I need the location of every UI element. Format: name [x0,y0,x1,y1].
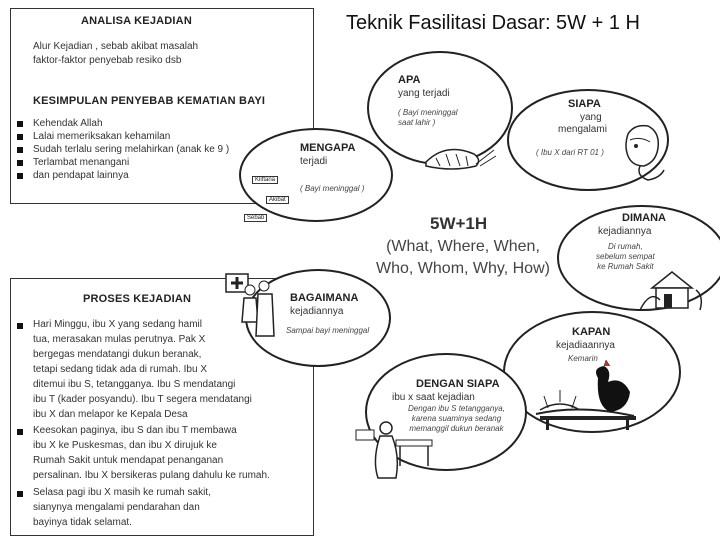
hub-subtitle: (What, Where, When, Who, Whom, Why, How) [376,238,550,277]
mengapa-subtitle: terjadi [300,156,328,167]
proses-paragraph-2: Keesokan paginya, ibu S dan ibu T membaw… [33,425,270,481]
hub-title: 5W+1H [430,214,488,233]
dengan-siapa-subtitle: ibu x saat kejadian [392,392,475,403]
bagaimana-answer: Sampai bayi meninggal [286,326,370,335]
baby-illustration [425,148,497,170]
list-item: Sudah terlalu sering melahirkan (anak ke… [17,143,229,156]
list-item: dan pendapat lainnya [17,169,229,182]
apa-subtitle: yang terjadi [398,88,450,99]
kapan-subtitle: kejadiaannya [556,340,615,351]
proses-paragraph-1: Hari Minggu, ibu X yang sedang hamil tua… [33,319,252,420]
proses-heading: PROSES KEJADIAN [83,293,192,305]
kesimpulan-heading: KESIMPULAN PENYEBAB KEMATIAN BAYI [33,95,266,107]
rooster-sunrise-illustration [535,359,636,430]
dengan-siapa-answer: Dengan ibu S tetangganya, karena suaminy… [408,404,505,433]
apa-answer: ( Bayi meninggal saat lahir ) [398,108,458,127]
list-item: Lalai memeriksakan kehamilan [17,130,229,143]
slide-title: Teknik Fasilitasi Dasar: 5W + 1 H [346,12,640,34]
siapa-subtitle-1: yang [580,112,602,123]
bagaimana-question: BAGAIMANA [290,292,359,304]
dimana-subtitle: kejadiannya [598,226,652,237]
bullet-marker [17,491,23,497]
siapa-answer: ( Ibu X dari RT 01 ) [536,148,604,157]
siapa-subtitle-2: mengalami [558,124,607,135]
list-item: Kehendak Allah [17,117,229,130]
mengapa-question: MENGAPA [300,142,356,154]
dengan-siapa-question: DENGAN SIAPA [416,378,500,390]
siapa-question: SIAPA [568,98,601,110]
apa-question: APA [398,74,421,86]
kapan-question: KAPAN [572,326,611,338]
tag-kliftana: Kliftana [252,176,279,184]
bagaimana-subtitle: kejadiannya [290,306,344,317]
tag-akibat: Akibat [266,196,289,204]
house-illustration [639,271,703,311]
kapan-answer: Kemarin [568,354,598,363]
woman-table-illustration [355,421,433,479]
mengapa-answer: ( Bayi meninggal ) [300,184,365,193]
list-item: Terlambat menangani [17,156,229,169]
hub-ellipse [358,200,570,300]
analisa-text-line1: Alur Kejadian , sebab akibat masalah [33,41,199,52]
bullet-marker [17,323,23,329]
analisa-text-line2: faktor-faktor penyebab resiko dsb [33,55,182,66]
proses-paragraph-3: Selasa pagi ibu X masih ke rumah sakit, … [33,487,211,528]
tag-sebab: Sebab [244,214,268,222]
people-illustration [225,273,275,337]
kesimpulan-list: Kehendak Allah Lalai memeriksakan kehami… [17,117,229,182]
dimana-answer: Di rumah, sebelum sempat ke Rumah Sakit [596,242,655,271]
old-man-illustration [625,124,665,181]
analisa-heading: ANALISA KEJADIAN [81,15,192,27]
bubble-siapa [507,89,669,191]
bullet-marker [17,429,23,435]
dimana-question: DIMANA [622,212,666,224]
